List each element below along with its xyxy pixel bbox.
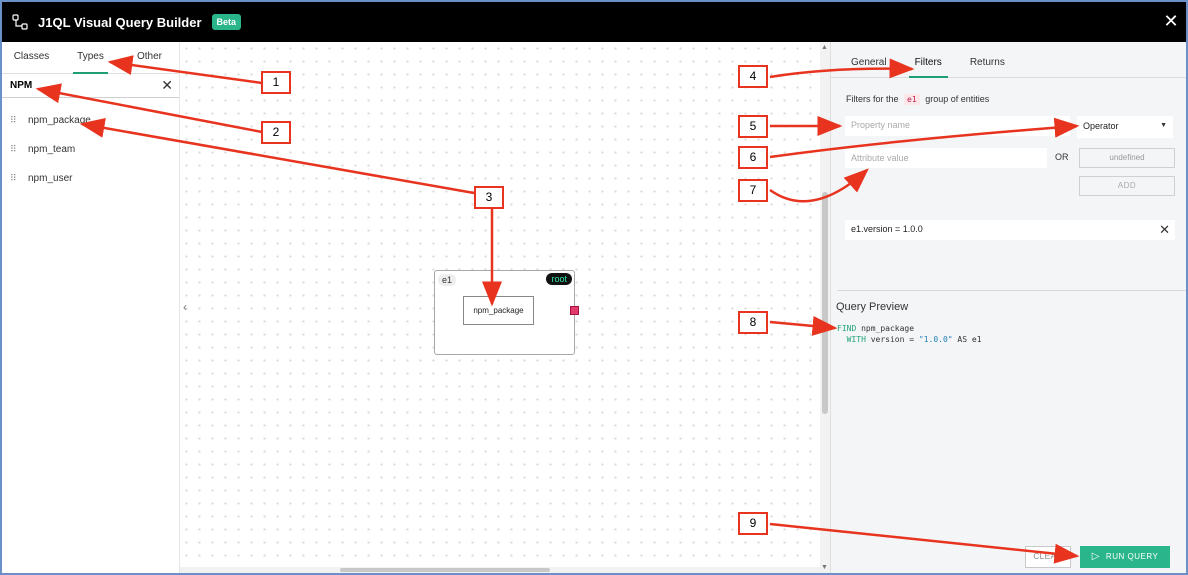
play-icon: ▷	[1091, 551, 1100, 562]
tab-types[interactable]: Types	[61, 42, 120, 74]
search-row: ✕	[2, 74, 179, 98]
type-list: ⠿ npm_package ⠿ npm_team ⠿ npm_user	[2, 98, 179, 193]
types-panel: Classes Types Other ✕ ⠿ npm_package ⠿ np…	[2, 42, 180, 573]
property-placeholder: Property name	[851, 120, 911, 130]
collapse-panel-icon[interactable]: ‹	[183, 300, 187, 314]
type-label: npm_package	[28, 115, 91, 126]
query-preview-title: Query Preview	[836, 301, 909, 313]
title-bar: J1QL Visual Query Builder Beta ✕	[2, 2, 1186, 42]
type-item-npm-user[interactable]: ⠿ npm_user	[2, 164, 179, 193]
keyword-with: WITH	[846, 335, 866, 344]
callout-6: 6	[738, 146, 768, 169]
left-tabs: Classes Types Other	[2, 42, 179, 74]
caption-suffix: group of entities	[925, 94, 990, 104]
callout-2: 2	[261, 121, 291, 144]
connect-handle[interactable]	[570, 306, 579, 315]
preview-string: "1.0.0"	[918, 335, 953, 344]
canvas-vertical-scrollbar[interactable]: ▲ ▼	[820, 42, 830, 573]
callout-7: 7	[738, 179, 768, 202]
type-label: npm_team	[28, 144, 76, 155]
root-badge: root	[546, 273, 572, 285]
attribute-value-input[interactable]	[845, 148, 1047, 168]
query-preview-code: FIND npm_package WITH version = "1.0.0" …	[837, 323, 982, 345]
preview-text: AS e1	[952, 335, 982, 344]
scroll-thumb[interactable]	[340, 568, 550, 572]
window-title: J1QL Visual Query Builder	[38, 14, 202, 30]
clear-search-icon[interactable]: ✕	[161, 77, 173, 93]
entity-group-e1[interactable]: e1 root npm_package	[434, 270, 579, 355]
chevron-down-icon: ▼	[1059, 121, 1066, 128]
clear-button[interactable]: CLEAR	[1025, 546, 1071, 568]
scroll-up-icon[interactable]: ▲	[821, 44, 828, 51]
details-panel: General Filters Returns Filters for the …	[830, 42, 1186, 573]
type-item-npm-team[interactable]: ⠿ npm_team	[2, 135, 179, 164]
undefined-button[interactable]: undefined	[1079, 148, 1175, 168]
type-label: npm_user	[28, 173, 73, 184]
add-filter-button[interactable]: ADD	[1079, 176, 1175, 196]
scroll-thumb[interactable]	[822, 192, 828, 414]
type-item-npm-package[interactable]: ⠿ npm_package	[2, 106, 179, 135]
scroll-down-icon[interactable]: ▼	[821, 564, 828, 571]
remove-filter-icon[interactable]: ✕	[1159, 222, 1170, 237]
search-input[interactable]	[8, 79, 148, 92]
filter-text: e1.version = 1.0.0	[851, 224, 923, 234]
right-tabs: General Filters Returns	[831, 42, 1186, 78]
beta-badge: Beta	[211, 14, 242, 30]
tab-general[interactable]: General	[851, 57, 887, 68]
run-query-button[interactable]: ▷ RUN QUERY	[1080, 546, 1170, 568]
operator-select[interactable]: Operator ▼	[1077, 116, 1173, 138]
tab-returns[interactable]: Returns	[969, 57, 1005, 68]
keyword-find: FIND	[837, 324, 857, 333]
query-builder-icon	[12, 14, 28, 30]
entity-node-npm-package[interactable]: npm_package	[463, 296, 534, 325]
callout-4: 4	[738, 65, 768, 88]
tab-filters[interactable]: Filters	[901, 42, 956, 78]
tab-classes[interactable]: Classes	[13, 51, 50, 62]
preview-text: npm_package	[856, 324, 915, 333]
property-name-select[interactable]: Property name ▼	[845, 116, 1070, 136]
group-label: e1	[438, 274, 457, 286]
drag-handle-icon[interactable]: ⠿	[10, 173, 17, 183]
caption-prefix: Filters for the	[846, 94, 899, 104]
operator-label: Operator	[1083, 121, 1119, 131]
tab-other[interactable]: Other	[136, 51, 162, 62]
canvas-horizontal-scrollbar[interactable]	[180, 567, 820, 573]
callout-1: 1	[261, 71, 291, 94]
callout-5: 5	[738, 115, 768, 138]
preview-text: version =	[865, 335, 919, 344]
or-label: OR	[1055, 152, 1069, 162]
callout-8: 8	[738, 311, 768, 334]
drag-handle-icon[interactable]: ⠿	[10, 115, 17, 125]
divider	[837, 290, 1186, 291]
chevron-down-icon: ▼	[1160, 122, 1167, 129]
filters-caption: Filters for the e1 group of entities	[846, 94, 990, 105]
drag-handle-icon[interactable]: ⠿	[10, 144, 17, 154]
callout-9: 9	[738, 512, 768, 535]
caption-code: e1	[904, 94, 920, 105]
close-icon[interactable]: ✕	[1163, 11, 1179, 31]
run-query-label: RUN QUERY	[1105, 552, 1159, 561]
callout-3: 3	[474, 186, 504, 209]
active-filter: e1.version = 1.0.0 ✕	[845, 220, 1175, 240]
